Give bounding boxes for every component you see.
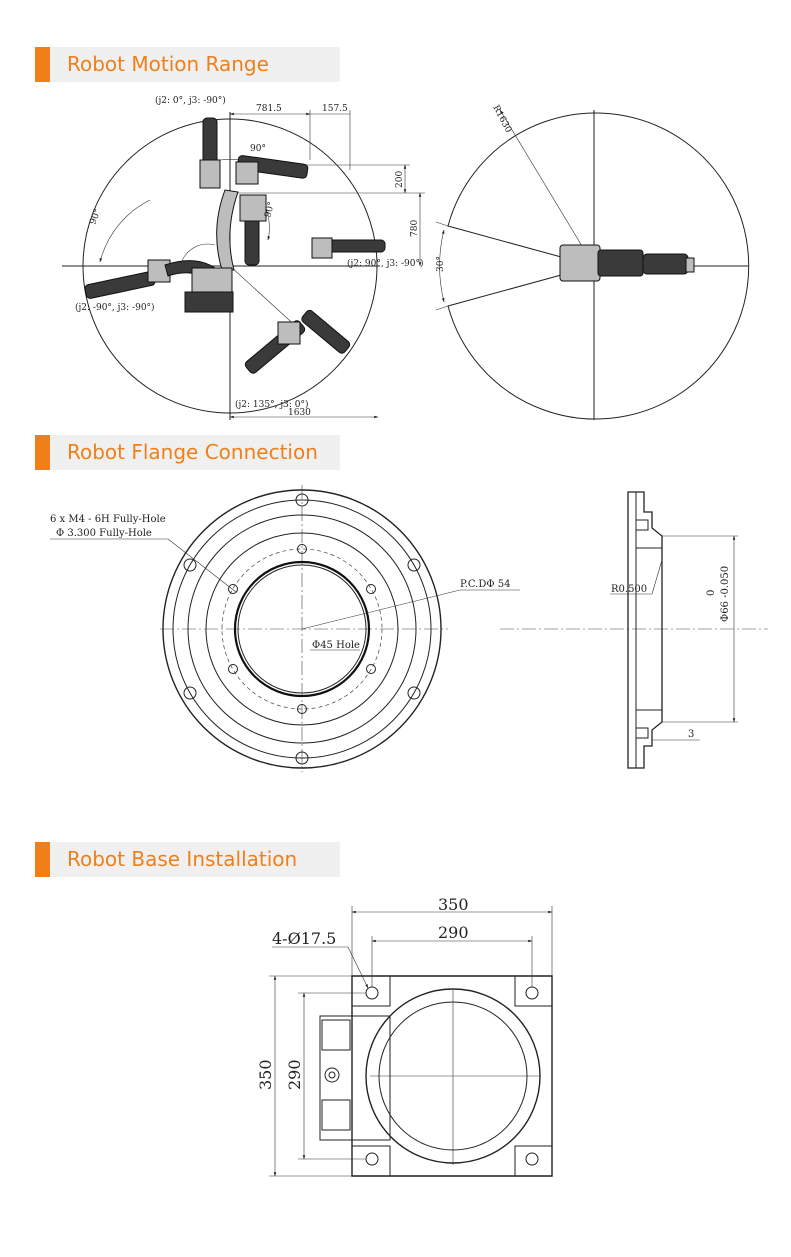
flange-step-circle xyxy=(205,532,399,726)
corner-notch xyxy=(352,976,391,1007)
dim-label-780: 780 xyxy=(410,220,420,237)
section-header-motion-range: Robot Motion Range xyxy=(35,47,340,82)
section-accent-bar xyxy=(35,842,50,877)
robot-arm-top-pose xyxy=(199,117,309,189)
corner-notch xyxy=(514,1145,552,1176)
pcd-label: P.C.DΦ 54 xyxy=(460,579,510,590)
flange-section-view: R0.500 0 Φ66 -0.050 3 xyxy=(500,491,768,769)
diameter-label: Φ66 -0.050 xyxy=(720,566,731,622)
leader-line xyxy=(347,946,369,989)
angle-label: 90° xyxy=(263,201,277,219)
hole-section xyxy=(635,727,649,739)
center-hole-circle xyxy=(233,560,371,698)
tolerance-upper: 0 xyxy=(706,590,717,596)
motion-top-view: R1630 30° xyxy=(435,104,750,420)
corner-notch xyxy=(514,976,552,1007)
radius-label: R1630 xyxy=(490,104,513,135)
radial-line xyxy=(229,265,301,331)
base-side-block xyxy=(319,1015,391,1141)
angle-arc xyxy=(99,199,151,263)
flange-profile xyxy=(627,491,663,769)
section-title: Robot Motion Range xyxy=(67,52,269,76)
dim-label-1630: 1630 xyxy=(288,408,311,418)
leader-line xyxy=(301,589,461,630)
base-block-detail xyxy=(321,1099,351,1131)
leader-line xyxy=(651,559,663,595)
base-small-hole xyxy=(324,1067,340,1083)
base-small-hole-inner xyxy=(328,1071,336,1079)
holes-spec-2: Φ 3.300 Fully-Hole xyxy=(56,528,152,539)
center-hole-label: Φ45 Hole xyxy=(312,640,360,651)
hole-section xyxy=(635,519,649,531)
angle-label-30: 30° xyxy=(436,256,446,272)
pitch-circle xyxy=(221,548,383,710)
robot-arm-bottom-pose xyxy=(244,309,351,374)
tapped-holes xyxy=(228,544,376,714)
flange-front-view: 6 x M4 - 6H Fully-Hole Φ 3.300 Fully-Hol… xyxy=(50,485,520,772)
leader-line xyxy=(167,538,237,593)
robot-arm-right-pose xyxy=(311,237,386,259)
motion-side-view: (j2: 0°, j3: -90°) (j2: 90°, j3: -90°) (… xyxy=(62,95,425,420)
robot-base xyxy=(179,243,234,313)
base-block-detail xyxy=(321,1019,351,1051)
angle-label: 90° xyxy=(88,208,103,226)
radius-line xyxy=(499,109,595,267)
pose-label-right: (j2: 90°, j3: -90°) xyxy=(347,258,424,269)
dim-ext xyxy=(435,221,449,227)
robot-top-silhouette xyxy=(559,244,695,282)
center-hole-inner xyxy=(237,564,367,694)
dim-label-350: 350 xyxy=(438,895,469,914)
pose-label-bottom: (j2: 135°, j3: 0°) xyxy=(235,399,308,410)
dim-label-781: 781.5 xyxy=(256,104,282,114)
dim-label-3: 3 xyxy=(688,729,694,740)
dim-label-200: 200 xyxy=(395,171,405,188)
flange-outer-inner-circle xyxy=(172,499,432,759)
robot-arm-upright xyxy=(216,189,267,271)
section-header-flange-connection: Robot Flange Connection xyxy=(35,435,340,470)
flange-outer-circle xyxy=(162,489,442,769)
dim-label-350-vertical: 350 xyxy=(256,1059,275,1090)
section-accent-bar xyxy=(35,435,50,470)
holes-spec-1: 6 x M4 - 6H Fully-Hole xyxy=(50,514,166,525)
section-accent-bar xyxy=(35,47,50,82)
section-title: Robot Flange Connection xyxy=(67,440,318,464)
base-plate-outline xyxy=(351,975,553,1177)
angle-label: 90° xyxy=(250,144,266,154)
pose-label-top: (j2: 0°, j3: -90°) xyxy=(155,95,226,106)
pose-label-left: (j2: -90°, j3: -90°) xyxy=(75,302,155,313)
flange-shoulder-circle xyxy=(187,514,417,744)
radius-label: R0.500 xyxy=(611,584,647,595)
dim-label-290-vertical: 290 xyxy=(285,1059,304,1090)
section-header-base-installation: Robot Base Installation xyxy=(35,842,340,877)
dim-label-290: 290 xyxy=(438,923,469,942)
corner-notch xyxy=(352,1145,391,1176)
outer-bolt-holes xyxy=(183,493,421,765)
section-title: Robot Base Installation xyxy=(67,847,298,871)
dim-ext xyxy=(435,305,449,311)
dim-label-157: 157.5 xyxy=(322,104,348,114)
holes-label: 4-Ø17.5 xyxy=(272,929,336,948)
base-plate-view: 350 290 4-Ø17.5 350 290 xyxy=(256,895,553,1177)
reach-sector xyxy=(447,112,750,420)
angle-arc-30 xyxy=(439,229,445,303)
